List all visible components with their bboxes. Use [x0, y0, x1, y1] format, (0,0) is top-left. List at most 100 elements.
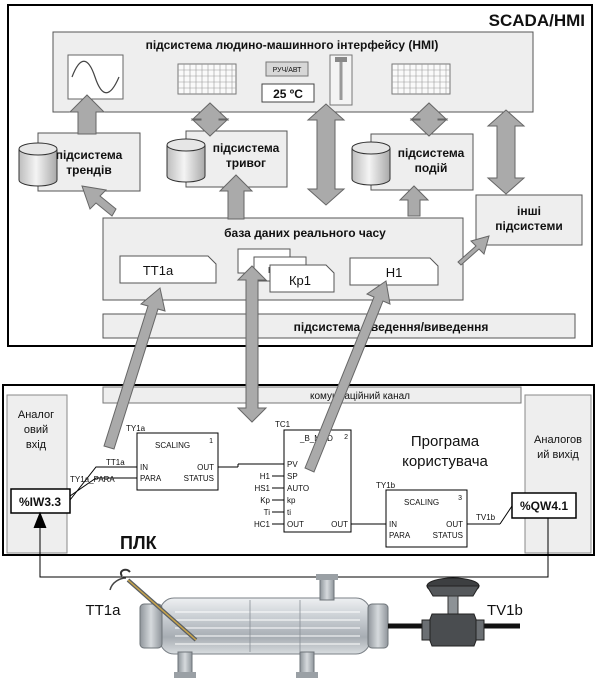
alarms-subsystem: підсистема тривог [166, 130, 288, 188]
scaling1-wire-in: TT1a [106, 458, 125, 467]
hmi-subsystem: підсистема людино-машинного інтерфейсу (… [52, 31, 534, 113]
temperature-display: 25 ºC [261, 83, 315, 103]
pid-pin-out: OUT [331, 520, 348, 529]
other-label-2: підсистеми [495, 219, 562, 233]
analog-in-label-2: овий [24, 424, 48, 436]
events-database-icon [351, 141, 391, 186]
output-address-box: %QW4.1 [511, 492, 577, 519]
pid-wire-h1: H1 [260, 472, 271, 481]
other-subsystems: інші підсистеми [475, 194, 583, 246]
arrow-trends-to-hmi [68, 94, 106, 135]
svg-text:TT1a: TT1a [143, 263, 174, 278]
trends-label-2: трендів [66, 163, 111, 177]
scaling1-pin-para: PARA [140, 474, 162, 483]
tag-h1[interactable]: H1 [349, 257, 439, 286]
arrow-comm-rtdb [236, 265, 268, 423]
io-title: підсистема введення/виведення [294, 320, 489, 334]
arrow-plc-to-tt1a [103, 287, 166, 450]
trends-label-1: підсистема [56, 148, 123, 162]
scaling3-pin-status: STATUS [433, 531, 463, 540]
other-label-1: інші [517, 204, 541, 218]
pid-name: _B_MOD [299, 434, 333, 443]
svg-text:H1: H1 [386, 265, 403, 280]
data-flow-arrows [68, 94, 526, 473]
rtdb-title: база даних реального часу [224, 226, 386, 240]
events-label-1: підсистема [398, 146, 465, 160]
sensor-label: TT1a [85, 602, 121, 619]
pid-pin-pv: PV [287, 460, 298, 469]
valve-label: TV1b [487, 602, 523, 619]
hmi-title: підсистема людино-машинного інтерфейсу (… [146, 38, 439, 52]
slider-indicator[interactable] [329, 54, 353, 106]
arrow-alarms-hmi [190, 102, 230, 137]
arrow-rtdb-to-events [398, 185, 430, 217]
scaling1-tag: TY1a [126, 424, 146, 433]
manual-auto-button[interactable]: РУЧ/АВТ [265, 61, 309, 77]
scaling1-pin-out: OUT [197, 463, 214, 472]
scaling1-name: SCALING [155, 441, 190, 450]
program-label-1: Програма [411, 433, 480, 450]
scaling1-pin-in: IN [140, 463, 148, 472]
alarms-database-icon [166, 138, 206, 183]
pid-pin-auto: AUTO [287, 484, 309, 493]
analog-out-label-1: Аналогов [534, 434, 582, 446]
plc-wiring [33, 466, 549, 578]
arrow-rtdb-to-other [457, 235, 490, 266]
trend-chart-icon [67, 54, 124, 100]
control-valve-icon [421, 577, 485, 647]
alarms-label-1: підсистема [213, 141, 280, 155]
pid-wire-kp: Kp [260, 496, 270, 505]
plc-label: ПЛК [120, 533, 158, 553]
alarms-label-2: тривог [226, 156, 266, 170]
scaling3-name: SCALING [404, 498, 439, 507]
pid-wire-hc1: HC1 [254, 520, 271, 529]
svg-text:25 ºC: 25 ºC [273, 87, 303, 101]
pid-pin-out-left: OUT [287, 520, 304, 529]
events-subsystem: підсистема подій [351, 133, 474, 191]
input-address-box: %IW3.3 [10, 488, 71, 514]
analog-in-label-1: Аналог [18, 409, 54, 421]
realtime-database: база даних реального часу TT1a H1 H Кр1 … [102, 217, 464, 301]
alarm-grid-icon [177, 63, 237, 95]
tag-kp1: Кр1 [289, 273, 311, 288]
io-subsystem: підсистема введення/виведення [102, 313, 576, 339]
plc-frame: комунікаційний канал ПЛК Аналог овий вхі… [2, 384, 595, 556]
trends-subsystem: підсистема трендів [18, 132, 141, 192]
pid-tag: TC1 [275, 420, 291, 429]
analog-out-label-2: ий вихід [537, 449, 579, 461]
scaling1-index: 1 [209, 438, 213, 445]
events-label-2: подій [415, 161, 448, 175]
scaling-block-3[interactable]: TY1b SCALING 3 IN PARA OUT STATUS TV1b [351, 481, 513, 548]
pid-wire-ti: Ti [264, 508, 271, 517]
arrow-h1-to-plc [304, 280, 391, 473]
heat-exchanger-icon [139, 574, 389, 678]
scada-title: SCADA/HMI [489, 11, 585, 30]
temperature-sensor-icon [109, 568, 198, 642]
program-label-2: користувача [402, 453, 488, 470]
scaling3-pin-out: OUT [446, 520, 463, 529]
svg-text:%IW3.3: %IW3.3 [19, 495, 61, 509]
scaling3-tag: TY1b [376, 481, 396, 490]
scaling3-wire-out: TV1b [476, 513, 496, 522]
scaling1-wire-para: TY1a_PARA [70, 475, 115, 484]
event-grid-icon [391, 63, 451, 95]
trends-database-icon [18, 142, 58, 187]
svg-text:%QW4.1: %QW4.1 [520, 499, 568, 513]
scaling3-pin-in: IN [389, 520, 397, 529]
arrow-rtdb-to-trends [81, 185, 117, 217]
scaling-block-1[interactable]: TY1a SCALING 1 IN PARA OUT STATUS TT1a T… [70, 424, 219, 491]
arrow-rtdb-to-alarms [218, 174, 254, 220]
analog-in-label-3: вхід [26, 439, 47, 451]
tag-tt1a[interactable]: TT1a [119, 255, 217, 284]
tag-stack[interactable]: H1 H Кр1 [237, 248, 335, 293]
comm-channel-label: комунікаційний канал [310, 391, 410, 402]
scaling3-index: 3 [458, 495, 462, 502]
pid-pin-sp: SP [287, 472, 298, 481]
scaling3-pin-para: PARA [389, 531, 411, 540]
pid-pin-kp: kp [287, 496, 296, 505]
arrow-hmi-other [486, 109, 526, 195]
arrow-events-hmi [409, 102, 449, 137]
pid-index: 2 [344, 434, 348, 441]
pid-wire-hs1: HS1 [254, 484, 270, 493]
